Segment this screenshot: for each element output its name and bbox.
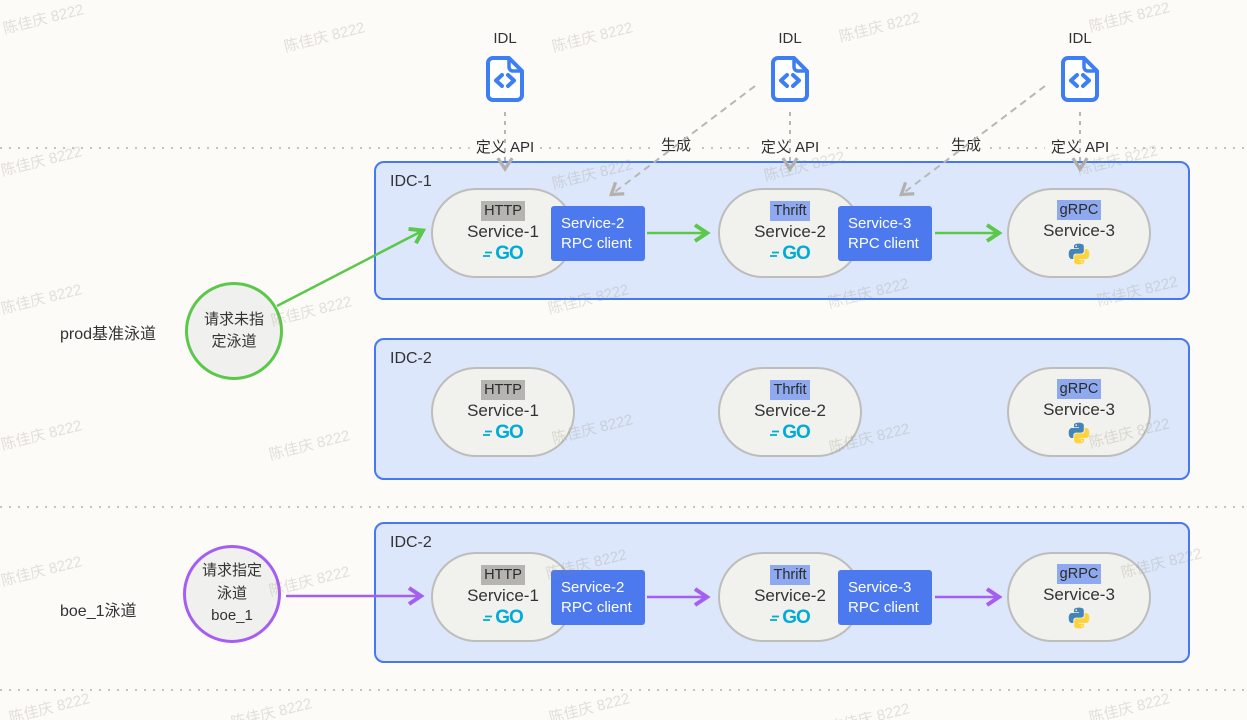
watermark: 陈佳庆 8222 bbox=[550, 19, 635, 56]
watermark: 陈佳庆 8222 bbox=[1087, 690, 1172, 720]
service-name: Service-2 bbox=[754, 401, 826, 420]
generate-label: 生成 bbox=[944, 134, 988, 155]
idl-file-3: IDL bbox=[1035, 30, 1125, 104]
watermark: 陈佳庆 8222 bbox=[229, 695, 314, 720]
idl-label: IDL bbox=[493, 30, 517, 47]
rpc-client-subtitle: RPC client bbox=[848, 598, 919, 616]
protocol-badge: Thrfit bbox=[770, 380, 810, 400]
idl-label: IDL bbox=[778, 30, 802, 47]
rpc-client-title: Service-3 bbox=[848, 579, 912, 596]
golang-logo-icon: GO bbox=[483, 243, 524, 265]
protocol-badge: HTTP bbox=[481, 565, 525, 585]
service-name: Service-3 bbox=[1043, 400, 1115, 419]
service-node: gRPC Service-3 bbox=[1007, 552, 1151, 642]
golang-logo-icon: GO bbox=[483, 422, 524, 444]
watermark: 陈佳庆 8222 bbox=[1, 1, 86, 38]
lane-label-prod: prod基准泳道 bbox=[60, 326, 157, 343]
service-node: gRPC Service-3 bbox=[1007, 188, 1151, 278]
idc-label: IDC-1 bbox=[390, 173, 432, 190]
service-name: Service-2 bbox=[754, 586, 826, 605]
define-api-label: 定义 API bbox=[754, 136, 826, 157]
define-api-label: 定义 API bbox=[469, 136, 541, 157]
protocol-badge: gRPC bbox=[1056, 379, 1102, 399]
service-name: Service-1 bbox=[467, 586, 539, 605]
idl-file-1: IDL bbox=[460, 30, 550, 104]
rpc-client-box: Service-3 RPC client bbox=[838, 570, 932, 625]
watermark: 陈佳庆 8222 bbox=[282, 19, 367, 56]
protocol-badge: gRPC bbox=[1056, 200, 1102, 220]
service-node: Thrfit Service-2 GO bbox=[718, 367, 862, 457]
watermark: 陈佳庆 8222 bbox=[0, 281, 84, 318]
protocol-badge: HTTP bbox=[481, 201, 525, 221]
request-text-line: boe_1 bbox=[211, 607, 253, 625]
service-name: Service-3 bbox=[1043, 585, 1115, 604]
idl-document-icon bbox=[1061, 56, 1099, 102]
service-name: Service-3 bbox=[1043, 221, 1115, 240]
python-logo-icon bbox=[1068, 243, 1090, 265]
watermark: 陈佳庆 8222 bbox=[0, 553, 84, 590]
golang-logo-icon: GO bbox=[483, 607, 524, 629]
protocol-badge: Thrift bbox=[770, 565, 810, 585]
golang-logo-icon: GO bbox=[770, 243, 811, 265]
idl-document-icon bbox=[771, 56, 809, 102]
idc-label: IDC-2 bbox=[390, 534, 432, 551]
golang-logo-icon: GO bbox=[770, 422, 811, 444]
request-text-line: 请求指定 bbox=[201, 562, 262, 580]
idl-label: IDL bbox=[1068, 30, 1092, 47]
request-text-line: 泳道 bbox=[216, 584, 247, 602]
protocol-badge: HTTP bbox=[481, 380, 525, 400]
watermark: 陈佳庆 8222 bbox=[837, 9, 922, 46]
service-name: Service-2 bbox=[754, 222, 826, 241]
idc-label: IDC-2 bbox=[390, 350, 432, 367]
protocol-badge: Thrift bbox=[770, 201, 810, 221]
python-logo-icon bbox=[1068, 422, 1090, 444]
rpc-client-box: Service-3 RPC client bbox=[838, 206, 932, 261]
rpc-client-title: Service-3 bbox=[848, 215, 912, 232]
idl-file-2: IDL bbox=[745, 30, 835, 104]
request-text-line: 定泳道 bbox=[211, 333, 257, 350]
section-divider bbox=[0, 689, 1247, 691]
watermark: 陈佳庆 8222 bbox=[0, 417, 84, 454]
python-logo-icon bbox=[1068, 607, 1090, 629]
section-divider bbox=[0, 506, 1247, 508]
watermark: 陈佳庆 8222 bbox=[827, 700, 912, 720]
request-circle-boe1-lane: 请求指定 泳道 boe_1 bbox=[183, 545, 281, 643]
protocol-badge: gRPC bbox=[1056, 564, 1102, 584]
define-api-label: 定义 API bbox=[1044, 136, 1116, 157]
service-node: gRPC Service-3 bbox=[1007, 367, 1151, 457]
watermark: 陈佳庆 8222 bbox=[267, 427, 352, 464]
watermark: 陈佳庆 8222 bbox=[547, 690, 632, 720]
rpc-client-subtitle: RPC client bbox=[561, 598, 632, 616]
lane-label-boe1: boe_1泳道 bbox=[60, 603, 137, 620]
watermark: 陈佳庆 8222 bbox=[7, 690, 92, 720]
golang-logo-icon: GO bbox=[770, 607, 811, 629]
rpc-client-box: Service-2 RPC client bbox=[551, 570, 645, 625]
rpc-client-subtitle: RPC client bbox=[561, 234, 632, 252]
request-circle-unspecified-lane: 请求未指 定泳道 bbox=[185, 282, 283, 380]
rpc-client-title: Service-2 bbox=[561, 215, 625, 232]
rpc-client-box: Service-2 RPC client bbox=[551, 206, 645, 261]
service-node: HTTP Service-1 GO bbox=[431, 367, 575, 457]
generate-label: 生成 bbox=[654, 134, 698, 155]
idl-document-icon bbox=[486, 56, 524, 102]
rpc-client-title: Service-2 bbox=[561, 579, 625, 596]
service-name: Service-1 bbox=[467, 401, 539, 420]
service-name: Service-1 bbox=[467, 222, 539, 241]
request-text-line: 请求未指 bbox=[203, 310, 264, 328]
rpc-client-subtitle: RPC client bbox=[848, 234, 919, 252]
